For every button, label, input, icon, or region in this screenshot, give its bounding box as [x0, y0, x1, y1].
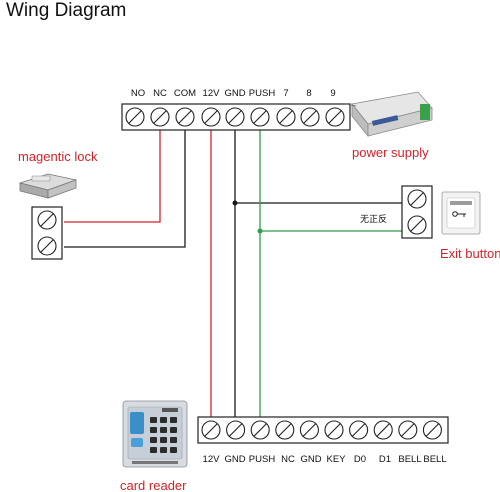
power-supply-label: power supply — [352, 145, 429, 160]
reader-terminal-label: NC — [281, 454, 295, 465]
keypad-key — [150, 447, 157, 453]
keypad-key — [170, 427, 177, 433]
reader-terminal-label: D0 — [354, 454, 366, 465]
reader-terminal-label: 12V — [203, 454, 221, 465]
card-reader-label: card reader — [120, 478, 187, 492]
lock-terminal-block — [31, 206, 63, 260]
screw-terminal — [422, 420, 442, 440]
junction-black — [232, 200, 238, 206]
screw-terminal — [324, 420, 344, 440]
reader-terminal-label: D1 — [379, 454, 391, 465]
controller-terminal-label: GND — [224, 88, 245, 99]
screw-terminal — [276, 107, 296, 127]
exit-terminal-block — [401, 185, 433, 239]
reader-terminal-label: GND — [300, 454, 321, 465]
reader-terminal-label: BELL — [398, 454, 421, 465]
exit-button-sign: 无正反 — [360, 214, 387, 224]
reader-terminal-label: BELL — [423, 454, 446, 465]
keypad-key — [160, 427, 167, 433]
keypad-key — [150, 437, 157, 443]
controller-terminal-label: 7 — [283, 88, 288, 99]
controller-terminal-label: 9 — [330, 88, 335, 99]
screw-terminal — [125, 107, 145, 127]
wire-black-lock — [64, 128, 186, 248]
screw-terminal — [300, 107, 320, 127]
screw-terminal — [250, 420, 270, 440]
power-supply-device — [345, 91, 433, 138]
magnetic-lock-label: magentic lock — [18, 149, 98, 164]
keypad-key — [160, 437, 167, 443]
keypad-key — [150, 417, 157, 423]
screw-terminal — [226, 420, 246, 440]
exit-button-device — [441, 191, 481, 235]
screw-terminal — [37, 236, 57, 256]
exit-button-label: Exit button — [440, 246, 500, 261]
screw-terminal — [201, 107, 221, 127]
wire-red-lock — [64, 128, 161, 223]
screw-terminal — [150, 107, 170, 127]
screw-terminal — [349, 420, 369, 440]
controller-terminal-label: 8 — [306, 88, 311, 99]
screw-terminal — [299, 420, 319, 440]
controller-terminal-label: NO — [131, 88, 145, 99]
controller-terminal-label: COM — [174, 88, 196, 99]
controller-terminal-label: 12V — [203, 88, 221, 99]
screw-terminal — [175, 107, 195, 127]
screw-terminal — [37, 210, 57, 230]
controller-terminal-label: NC — [153, 88, 167, 99]
screw-terminal — [275, 420, 295, 440]
reader-terminal-label: KEY — [326, 454, 346, 465]
keypad-key — [170, 437, 177, 443]
wires — [64, 128, 412, 418]
screw-terminal — [407, 189, 427, 209]
card-reader-device — [122, 400, 188, 468]
keypad-key — [160, 417, 167, 423]
screw-terminal — [373, 420, 393, 440]
keypad-key — [170, 447, 177, 453]
reader-terminal-label: GND — [224, 454, 245, 465]
keypad-key — [160, 447, 167, 453]
diagram-title: Wing Diagram — [6, 0, 127, 21]
reader-terminal-label: PUSH — [249, 454, 276, 465]
controller-terminal-label: PUSH — [249, 88, 276, 99]
screw-terminal — [250, 107, 270, 127]
reader-terminal-block — [197, 416, 449, 444]
screw-terminal — [201, 420, 221, 440]
controller-terminal-block — [121, 103, 351, 131]
screw-terminal — [325, 107, 345, 127]
screw-terminal — [225, 107, 245, 127]
screw-terminal — [407, 215, 427, 235]
keypad-key — [170, 417, 177, 423]
magnetic-lock-device — [18, 173, 78, 199]
keypad-key — [150, 427, 157, 433]
screw-terminal — [398, 420, 418, 440]
junction-green — [257, 228, 263, 234]
